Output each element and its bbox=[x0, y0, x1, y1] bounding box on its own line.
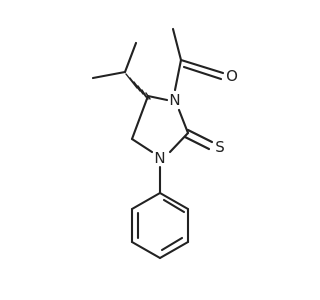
bond-ph-3 bbox=[158, 240, 190, 260]
bond-thione-b bbox=[183, 135, 211, 151]
bond-ph-inner-1 bbox=[162, 198, 186, 214]
bond-c2-n1 bbox=[168, 131, 190, 154]
atom-label-s: S bbox=[215, 138, 225, 156]
bond-ph-inner-2 bbox=[160, 236, 184, 252]
structure-canvas: O N N S bbox=[91, 27, 238, 260]
atom-label-o: O bbox=[226, 67, 238, 85]
bond-c4-n3 bbox=[146, 94, 169, 102]
bond-thione-a bbox=[186, 128, 214, 144]
bond-carbonyl-co-b bbox=[182, 65, 223, 81]
atom-label-n1: N bbox=[154, 149, 165, 167]
bond-carbonyl-co-a bbox=[179, 58, 225, 75]
bond-acetyl-methyl bbox=[171, 27, 183, 62]
atom-label-n3: N bbox=[169, 91, 180, 109]
bond-c5-c4 bbox=[130, 94, 150, 141]
bond-ph-1 bbox=[158, 191, 190, 211]
bond-ipr-methyl-2 bbox=[123, 41, 138, 74]
bond-ph-6 bbox=[130, 191, 162, 211]
stereo-hash-bond bbox=[125, 73, 151, 100]
atom-labels: O N N S bbox=[154, 67, 238, 167]
bond-group bbox=[91, 27, 225, 260]
bond-ph-4 bbox=[130, 240, 162, 260]
bond-n1-c5 bbox=[130, 137, 154, 154]
molecule-diagram: O N N S bbox=[91, 27, 238, 260]
bond-n3-c2 bbox=[177, 108, 190, 135]
bond-n3-carbonyl-c bbox=[173, 58, 183, 92]
bond-ipr-methyl-1 bbox=[91, 70, 127, 80]
